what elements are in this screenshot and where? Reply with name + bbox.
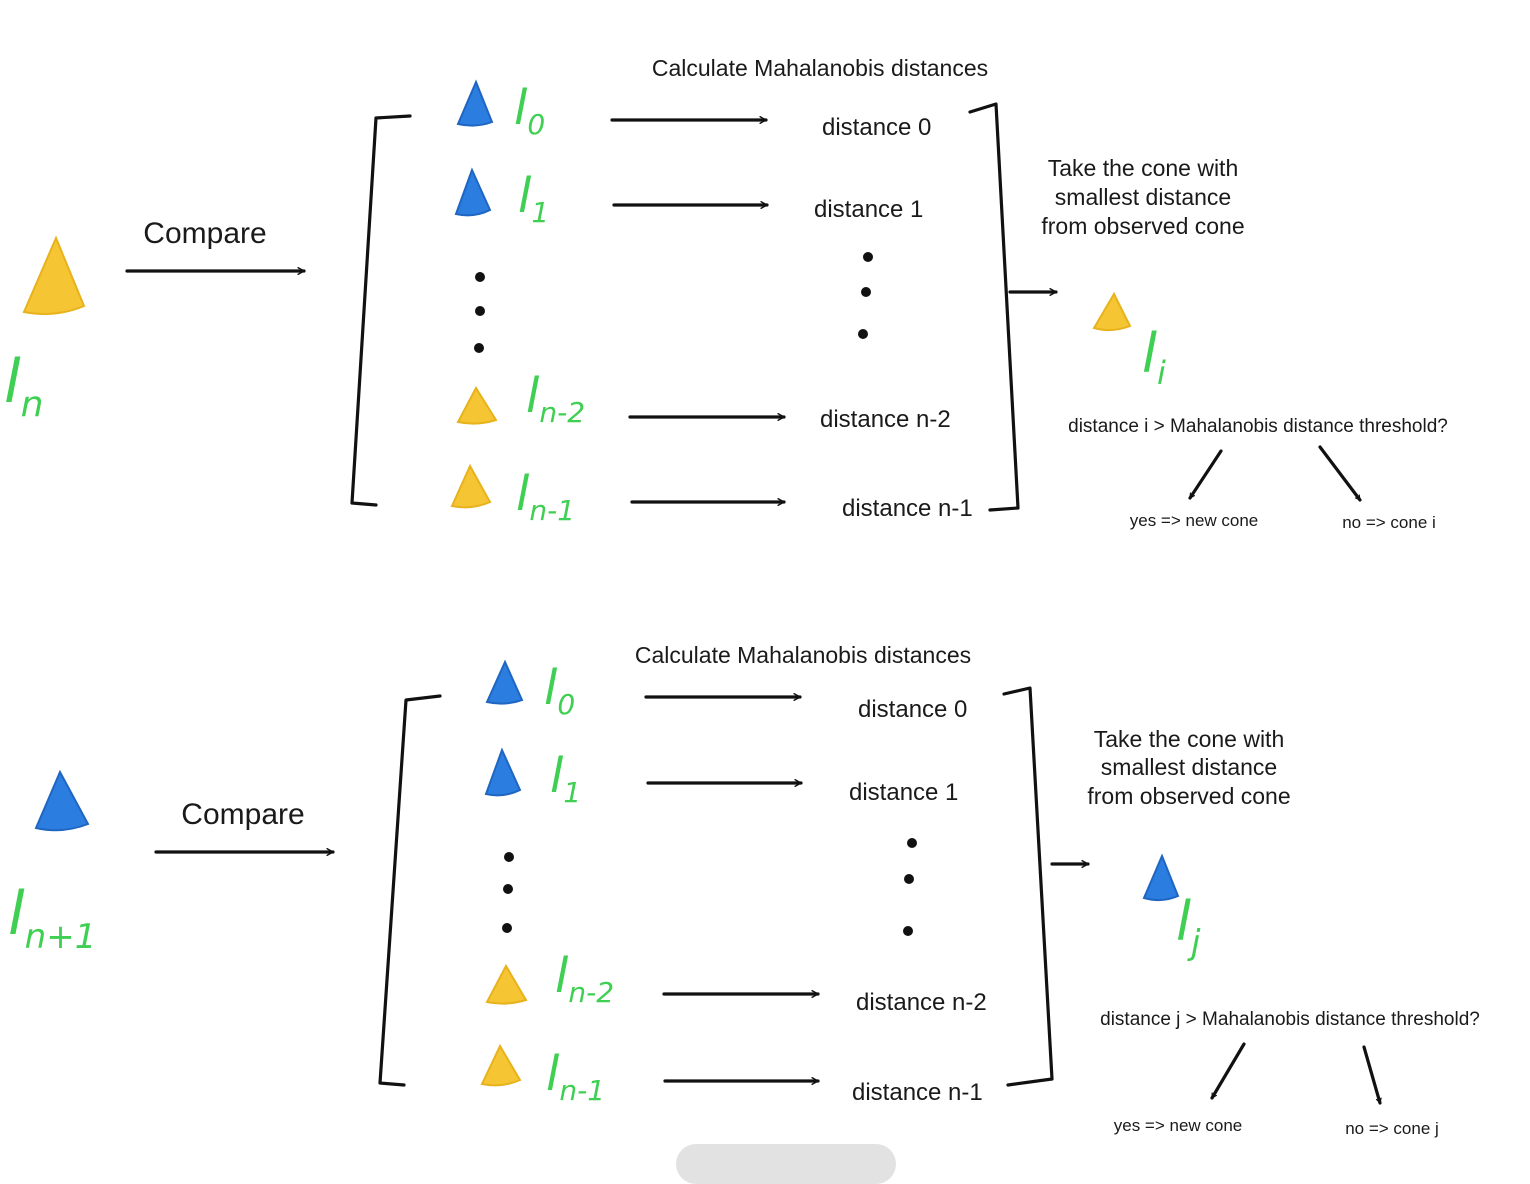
cone-label: l1 [518, 168, 549, 229]
svg-text:smallest distance: smallest distance [1055, 184, 1231, 210]
right-bracket [1002, 686, 1054, 1087]
observed-label: ln+1 [8, 879, 96, 957]
cone-icon [450, 463, 492, 509]
distance-text: distance 0 [858, 696, 967, 723]
compare-text: Compare [181, 798, 304, 831]
cone-icon [485, 659, 524, 705]
result-label: li [1142, 322, 1166, 392]
svg-text:from observed cone: from observed cone [1041, 213, 1244, 239]
yes-arrow [1188, 449, 1223, 500]
no-text: no => cone i [1342, 513, 1436, 532]
yes-text: yes => new cone [1130, 511, 1259, 530]
left-bracket [350, 114, 412, 507]
distance-text: distance 1 [814, 196, 923, 223]
svg-text:from observed cone: from observed cone [1087, 783, 1290, 809]
no-text: no => cone j [1345, 1119, 1439, 1138]
scroll-handle[interactable] [676, 1144, 896, 1184]
cone-icon [456, 385, 498, 425]
result-cone [1092, 291, 1132, 332]
cone-label: ln-2 [526, 368, 585, 429]
distance-text: distance n-2 [820, 406, 951, 433]
cone-icon [484, 747, 522, 797]
distance-text: distance 1 [849, 779, 958, 806]
cone-label: l0 [544, 660, 575, 721]
section-1: Calculate Mahalanobis distances ln Compa… [4, 55, 1448, 532]
observed-label: ln [4, 347, 44, 425]
distance-text: distance n-2 [856, 989, 987, 1016]
no-arrow [1362, 1045, 1380, 1105]
left-bracket [378, 694, 442, 1087]
ellipsis [502, 838, 917, 936]
question-text: distance i > Mahalanobis distance thresh… [1068, 416, 1448, 437]
no-arrow [1318, 445, 1362, 502]
cone-label: ln-1 [546, 1046, 605, 1107]
cone-label: l0 [514, 80, 545, 141]
svg-text:Take the cone with: Take the cone with [1094, 726, 1285, 752]
yes-arrow [1210, 1042, 1246, 1100]
right-bracket [968, 102, 1020, 512]
distance-text: distance n-1 [842, 495, 973, 522]
compare-text: Compare [143, 217, 266, 250]
svg-text:smallest distance: smallest distance [1101, 754, 1277, 780]
cone-label: ln-1 [516, 466, 575, 527]
ellipsis [474, 252, 873, 353]
cone-icon [480, 1043, 522, 1087]
distance-text: distance 0 [822, 114, 931, 141]
cone-icon [456, 79, 494, 127]
header-text: Calculate Mahalanobis distances [635, 642, 971, 668]
cone-label: ln-2 [555, 948, 614, 1009]
question-text: distance j > Mahalanobis distance thresh… [1100, 1009, 1480, 1030]
observed-cone [34, 769, 90, 832]
take-text: Take the cone with smallest distance fro… [1087, 726, 1290, 809]
cone-icon [454, 167, 492, 217]
distance-text: distance n-1 [852, 1079, 983, 1106]
result-cone [1142, 853, 1180, 902]
svg-text:Take the cone with: Take the cone with [1048, 155, 1239, 181]
cone-label: l1 [550, 748, 581, 809]
cone-icon [485, 963, 528, 1005]
result-label: lj [1176, 890, 1201, 963]
observed-cone [22, 235, 86, 315]
header-text: Calculate Mahalanobis distances [652, 55, 988, 81]
take-text: Take the cone with smallest distance fro… [1041, 155, 1244, 239]
section-2: Calculate Mahalanobis distances ln+1 Com… [8, 642, 1480, 1138]
yes-text: yes => new cone [1114, 1116, 1243, 1135]
